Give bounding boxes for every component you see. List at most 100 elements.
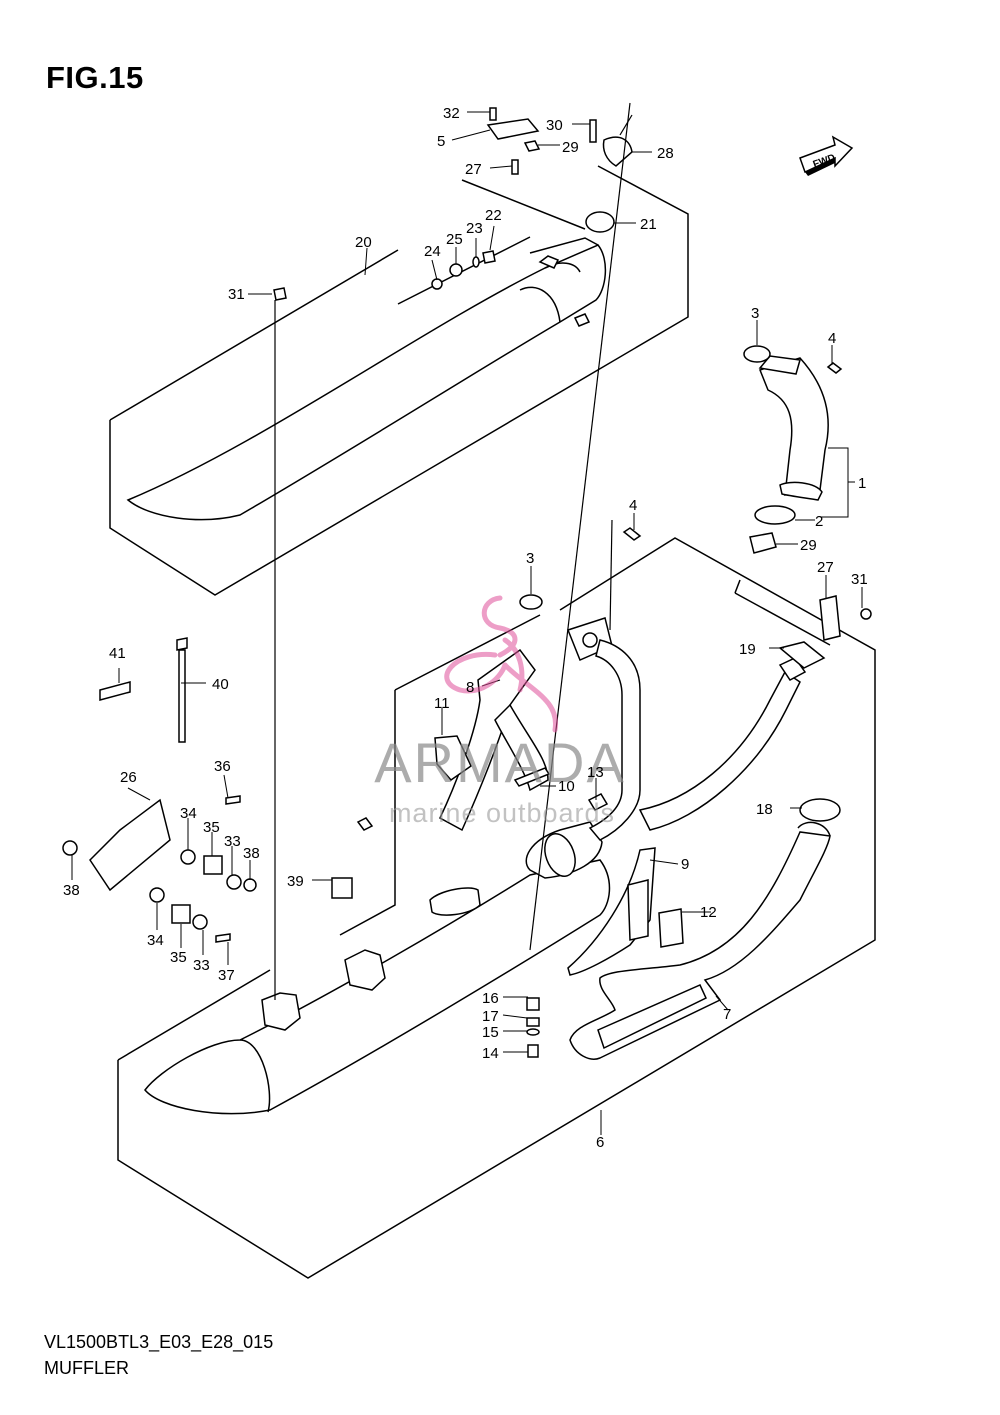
nut-13	[587, 793, 609, 811]
bolt-31-left	[273, 287, 287, 301]
clamp-2	[754, 505, 796, 525]
heat-cover	[567, 847, 656, 976]
clamp-19	[778, 641, 826, 669]
callout-40: 40	[212, 676, 229, 693]
pad-12	[658, 908, 684, 948]
plate-5	[486, 118, 540, 140]
callout-35-lower: 35	[170, 949, 187, 966]
callout-20: 20	[355, 234, 372, 251]
callout-38-right: 38	[243, 845, 260, 862]
oxygen-sensor-39	[331, 877, 353, 899]
part-callouts: 32 5 30 29 27 28 21 22 23 25 24 20 31 3 …	[63, 105, 868, 1151]
callout-10: 10	[558, 778, 575, 795]
bolt-36	[225, 795, 241, 805]
callout-31-left: 31	[228, 286, 245, 303]
bolt-4-upper	[826, 362, 843, 374]
armada-logo-icon	[444, 595, 558, 733]
callout-3-upper: 3	[751, 305, 759, 322]
callout-12: 12	[700, 904, 717, 921]
callout-2: 2	[815, 513, 823, 530]
tag-41	[99, 681, 131, 701]
fwd-arrow-icon: FWD	[799, 135, 854, 176]
callout-34-upper: 34	[180, 805, 197, 822]
callout-39: 39	[287, 873, 304, 890]
model-code: VL1500BTL3_E03_E28_015	[44, 1332, 274, 1352]
joint-pipe	[758, 355, 829, 501]
bracket-27-right	[819, 595, 841, 641]
gasket-3-lower	[519, 594, 543, 610]
washer-23	[472, 256, 480, 268]
callout-29-upper: 29	[562, 139, 579, 156]
callout-32: 32	[443, 105, 460, 122]
callout-26: 26	[120, 769, 137, 786]
sensor-tube-39	[356, 817, 374, 831]
spacer-27-upper	[511, 159, 519, 175]
callout-5: 5	[437, 133, 445, 150]
figure-title: FIG.15	[46, 60, 144, 95]
bolt-30	[589, 119, 597, 143]
callout-23: 23	[466, 220, 483, 237]
callout-37: 37	[218, 967, 235, 984]
muffler-right	[569, 821, 831, 1060]
callout-16: 16	[482, 990, 499, 1007]
watermark: ARMADA marine outboards	[374, 595, 626, 828]
nut-24	[431, 278, 443, 290]
callout-7: 7	[723, 1006, 731, 1023]
callout-11: 11	[434, 695, 450, 712]
bracket-26	[89, 798, 171, 892]
muffler-left-upper	[126, 237, 607, 521]
callout-19: 19	[739, 641, 756, 658]
small-hardware	[62, 107, 872, 1058]
callout-33-upper: 33	[224, 833, 241, 850]
callout-36: 36	[214, 758, 231, 775]
upper-muffler-box	[109, 165, 689, 596]
washer-34-upper	[180, 849, 196, 865]
callout-30: 30	[546, 117, 563, 134]
plate-10	[513, 767, 551, 787]
sleeve-28	[602, 136, 633, 167]
callout-4-lower: 4	[629, 497, 637, 514]
callout-27-right: 27	[817, 559, 834, 576]
callout-22: 22	[485, 207, 502, 224]
cable-tie-40	[178, 649, 186, 743]
bracket-11	[434, 735, 472, 782]
callout-31-right: 31	[851, 571, 868, 588]
callout-17: 17	[482, 1008, 499, 1025]
callout-3-lower: 3	[526, 550, 534, 567]
washer-34-lower	[149, 887, 165, 903]
clamp-21	[585, 211, 615, 233]
callout-18: 18	[756, 801, 773, 818]
sleeve-29-lower	[749, 532, 777, 554]
washer-15	[526, 1028, 540, 1036]
watermark-brand: ARMADA	[374, 731, 626, 794]
callout-25: 25	[446, 231, 463, 248]
cushion-29-upper	[523, 140, 541, 152]
nut-16	[526, 997, 540, 1011]
cushion-25	[449, 263, 463, 277]
callout-1: 1	[858, 475, 866, 492]
callout-29-lower: 29	[800, 537, 817, 554]
callout-13: 13	[587, 764, 604, 781]
bolt-37	[215, 933, 231, 943]
callout-24: 24	[424, 243, 441, 260]
nut-38-right	[243, 878, 257, 892]
callout-9: 9	[681, 856, 689, 873]
section-name: MUFFLER	[44, 1358, 129, 1378]
gasket-3-upper	[743, 345, 771, 363]
watermark-tagline: marine outboards	[389, 798, 615, 828]
reference-lines	[274, 102, 633, 1000]
callout-6: 6	[596, 1134, 604, 1151]
bushing-35-upper	[203, 855, 223, 875]
washer-33-lower	[192, 914, 208, 930]
callout-41: 41	[109, 645, 126, 662]
bolt-14	[527, 1044, 539, 1058]
washer-33-upper	[226, 874, 242, 890]
lower-muffler-box	[117, 537, 876, 1279]
bolt-4-lower	[622, 527, 642, 541]
nut-38-left	[62, 840, 78, 856]
callout-35-upper: 35	[203, 819, 220, 836]
clamp-40-head	[176, 637, 188, 651]
callout-38-left: 38	[63, 882, 80, 899]
bolt-31-right	[860, 608, 872, 620]
